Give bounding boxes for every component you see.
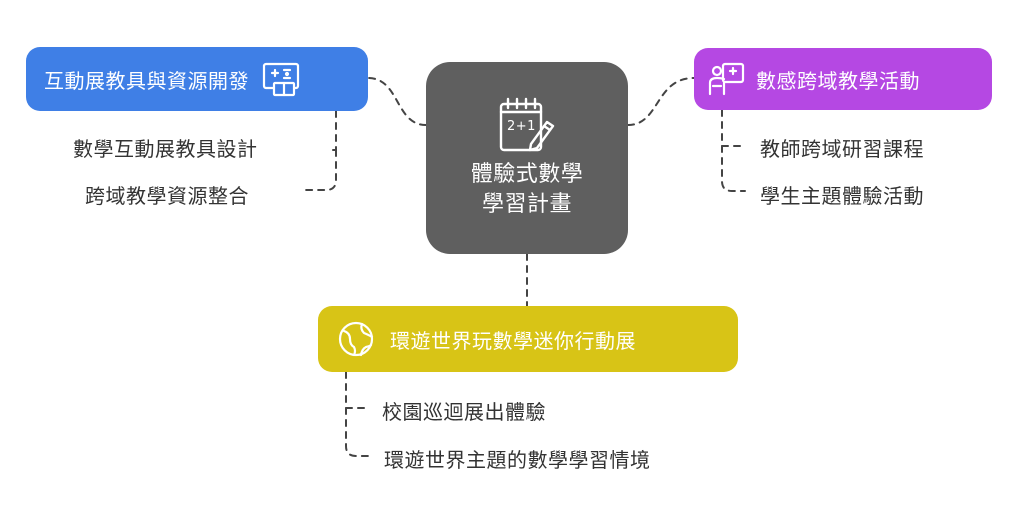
node-resource-development-title: 互動展教具與資源開發 bbox=[44, 68, 249, 93]
leaf-teacher-workshop: 教師跨域研習課程 bbox=[760, 137, 924, 161]
connector-center-right bbox=[627, 77, 695, 126]
node-cross-domain-teaching-title: 數感跨域教學活動 bbox=[756, 68, 920, 93]
leaf-campus-tour-exhibit: 校園巡迴展出體驗 bbox=[382, 400, 546, 424]
center-title: 體驗式數學 學習計畫 bbox=[470, 162, 584, 217]
svg-text:2+1: 2+1 bbox=[507, 119, 536, 134]
connector-center-left bbox=[367, 77, 427, 126]
teacher-board-icon bbox=[706, 61, 746, 97]
center-node: 2+1 體驗式數學 學習計畫 bbox=[426, 62, 628, 254]
math-board-icon bbox=[261, 61, 301, 97]
calendar-plus-pencil-icon: 2+1 bbox=[495, 96, 559, 154]
node-cross-domain-teaching: 數感跨域教學活動 bbox=[694, 48, 992, 110]
leaf-cross-domain-resources: 跨域教學資源整合 bbox=[85, 184, 249, 208]
connector-right-item-2 bbox=[721, 145, 746, 192]
connector-bottom-item-1 bbox=[345, 371, 371, 409]
connector-left-item-2 bbox=[305, 149, 337, 191]
connector-bottom-item-2 bbox=[345, 407, 373, 457]
globe-icon bbox=[336, 319, 376, 359]
leaf-student-theme-activity: 學生主題體驗活動 bbox=[760, 184, 924, 208]
leaf-interactive-exhibit-design: 數學互動展教具設計 bbox=[73, 137, 258, 161]
node-mobile-exhibition: 環遊世界玩數學迷你行動展 bbox=[318, 306, 738, 372]
connector-left-item-1 bbox=[327, 110, 337, 151]
connector-right-item-1 bbox=[721, 109, 746, 147]
leaf-world-theme-learning: 環遊世界主題的數學學習情境 bbox=[384, 448, 651, 472]
node-mobile-exhibition-title: 環遊世界玩數學迷你行動展 bbox=[390, 328, 636, 353]
node-resource-development: 互動展教具與資源開發 bbox=[26, 47, 368, 111]
